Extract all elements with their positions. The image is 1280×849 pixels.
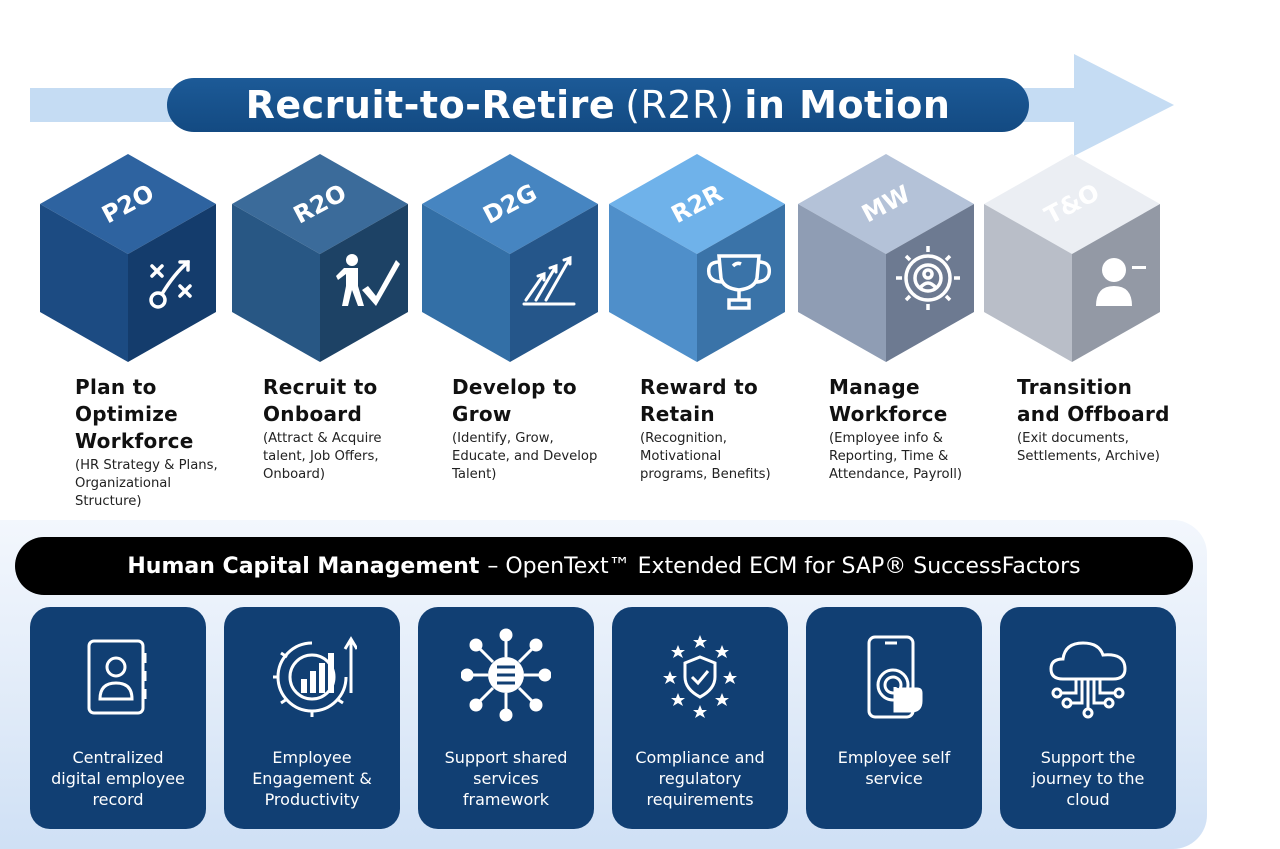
cube-r2o: R2O	[230, 152, 410, 364]
title-banner: Recruit-to-Retire (R2R) in Motion	[167, 78, 1029, 132]
person-checkmark-icon	[336, 254, 400, 306]
phase-r2o: Recruit to Onboard (Attract & Acquire ta…	[263, 374, 443, 484]
capability-label: Employee Engagement & Productivity	[252, 748, 372, 809]
phase-title: Plan to Optimize Workforce	[75, 375, 194, 453]
phase-title: Manage Workforce	[829, 375, 948, 426]
capability-label: Compliance and regulatory requirements	[635, 748, 765, 809]
cube-graphic: R2R	[609, 154, 785, 362]
capability-label: Centralized digital employee record	[51, 748, 185, 809]
cube-p2o: P2O	[38, 152, 218, 364]
growth-arrows-icon	[522, 255, 576, 306]
phase-description: (Identify, Grow, Educate, and Develop Ta…	[452, 431, 598, 482]
trophy-icon	[706, 254, 772, 310]
capability-label: Support the journey to the cloud	[1031, 748, 1145, 809]
shield-stars-icon	[663, 635, 737, 718]
hcm-heading-bar: Human Capital Management – OpenText™ Ext…	[15, 537, 1193, 595]
cube-graphic: T&O	[984, 154, 1160, 362]
cube-graphic: R2O	[232, 154, 408, 362]
cube-t-and-o: T&O	[982, 152, 1162, 364]
cube-graphic: D2G	[422, 154, 598, 362]
cube-graphic: P2O	[40, 154, 216, 362]
phase-mw: Manage Workforce (Employee info & Report…	[829, 374, 1009, 484]
cube-right-face	[128, 204, 216, 362]
phase-d2g: Develop to Grow (Identify, Grow, Educate…	[452, 374, 632, 484]
network-hub-icon	[461, 628, 551, 722]
phone-touch-icon	[867, 635, 923, 719]
phase-title: Recruit to Onboard	[263, 375, 378, 426]
gear-chart-icon	[273, 636, 357, 717]
employee-record-icon	[87, 639, 147, 715]
phase-description: (Attract & Acquire talent, Job Offers, O…	[263, 431, 382, 482]
phase-r2r: Reward to Retain (Recognition, Motivatio…	[640, 374, 820, 484]
phase-title: Transition and Offboard	[1017, 375, 1170, 426]
title-part-acronym: (R2R)	[625, 83, 735, 127]
person-remove-icon	[1096, 258, 1146, 306]
capability-card-engagement: Employee Engagement & Productivity	[224, 607, 400, 829]
capability-card-cloud: Support the journey to the cloud	[1000, 607, 1176, 829]
phase-description: (HR Strategy & Plans, Organizational Str…	[75, 458, 218, 509]
phase-p2o: Plan to Optimize Workforce (HR Strategy …	[75, 374, 255, 511]
cube-right-face	[697, 204, 785, 362]
cube-d2g: D2G	[420, 152, 600, 364]
cube-left-face	[422, 204, 510, 362]
capability-card-compliance: Compliance and regulatory requirements	[612, 607, 788, 829]
cube-left-face	[798, 204, 886, 362]
strategy-play-icon	[149, 260, 192, 309]
cube-r2r: R2R	[607, 152, 787, 364]
capability-card-self-service: Employee self service	[806, 607, 982, 829]
cube-left-face	[232, 204, 320, 362]
capability-card-shared-services: Support shared services framework	[418, 607, 594, 829]
capability-label: Support shared services framework	[444, 748, 568, 809]
cube-right-face	[1072, 204, 1160, 362]
cube-left-face	[40, 204, 128, 362]
hcm-heading-rest: – OpenText™ Extended ECM for SAP® Succes…	[487, 553, 1081, 579]
hcm-heading-bold: Human Capital Management	[127, 553, 480, 579]
phase-title: Reward to Retain	[640, 375, 759, 426]
phase-t-and-o: Transition and Offboard (Exit documents,…	[1017, 374, 1197, 466]
gear-person-icon	[896, 246, 960, 310]
phase-description: (Exit documents, Settlements, Archive)	[1017, 431, 1160, 464]
title-part-2: in Motion	[744, 83, 951, 127]
capability-card-employee-record: Centralized digital employee record	[30, 607, 206, 829]
cube-left-face	[984, 204, 1072, 362]
cloud-network-icon	[1049, 641, 1127, 719]
cube-mw: MW	[796, 152, 976, 364]
phase-title: Develop to Grow	[452, 375, 577, 426]
phase-description: (Employee info & Reporting, Time & Atten…	[829, 431, 963, 482]
cube-right-face	[320, 204, 408, 362]
cube-left-face	[609, 204, 697, 362]
cube-graphic: MW	[798, 154, 974, 362]
title-part-1: Recruit-to-Retire	[245, 83, 616, 127]
capability-label: Employee self service	[837, 748, 951, 788]
phase-description: (Recognition, Motivational programs, Ben…	[640, 431, 771, 482]
